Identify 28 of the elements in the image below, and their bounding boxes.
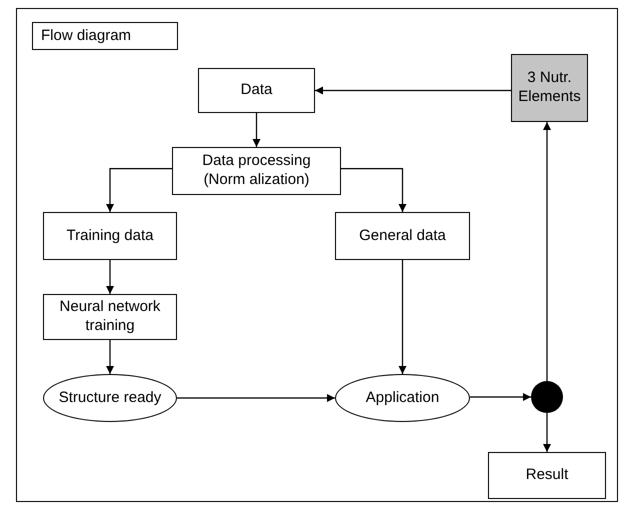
node-text: 3 Nutr. Elements <box>517 69 582 107</box>
node-text: Structure ready <box>58 388 162 408</box>
process-box <box>43 294 177 340</box>
node-text: General data <box>359 226 446 246</box>
node-text: Neural network training <box>58 298 162 336</box>
arrow <box>106 340 114 374</box>
process-box <box>488 452 606 499</box>
process-box <box>198 68 315 113</box>
arrow <box>543 122 551 381</box>
arrow <box>315 86 511 94</box>
diagram-title: Flow diagram <box>32 22 178 50</box>
arrow <box>106 260 114 294</box>
arrow <box>177 394 335 402</box>
arrow <box>470 393 531 401</box>
node-text: Result <box>526 466 568 485</box>
arrow <box>252 113 260 147</box>
shaded-box <box>511 54 588 122</box>
process-box <box>43 212 177 260</box>
node-text: Application <box>366 388 440 408</box>
arrow <box>543 413 551 452</box>
arrow <box>398 260 406 374</box>
node-text: Data processing (Norm alization) <box>201 152 312 190</box>
process-box <box>172 147 341 195</box>
process-box <box>335 212 470 260</box>
node-text: Training data <box>66 226 154 246</box>
node-text: Data <box>240 81 272 100</box>
arrow <box>106 168 172 212</box>
arrow <box>341 168 406 212</box>
